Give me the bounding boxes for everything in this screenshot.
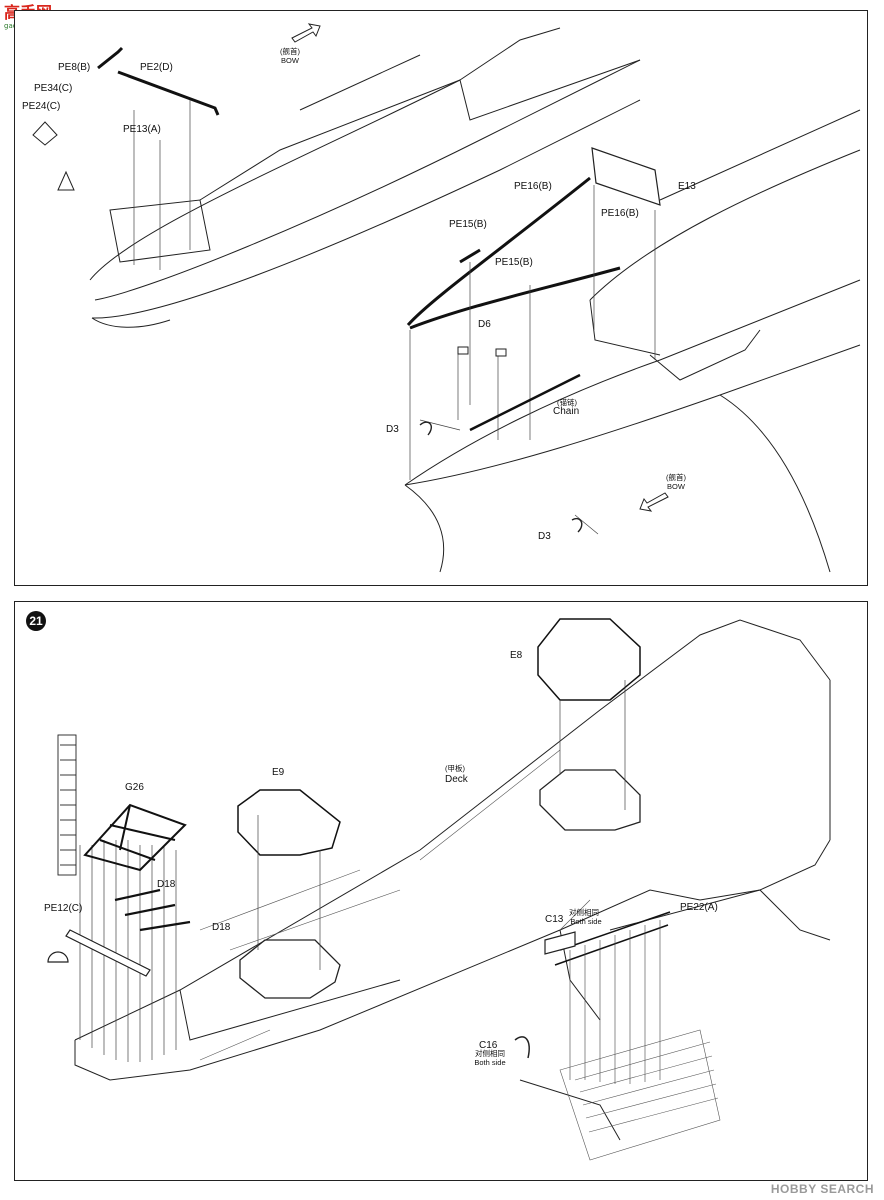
label-both-cn-2: 对侧相同 xyxy=(475,1049,505,1058)
label-pe16b-1: PE16(B) xyxy=(514,181,552,192)
label-pe15b-2: PE15(B) xyxy=(495,257,533,268)
instruction-panel-top xyxy=(14,10,868,586)
label-pe22a: PE22(A) xyxy=(680,902,718,913)
label-pe12c: PE12(C) xyxy=(44,903,83,914)
label-pe8b: PE8(B) xyxy=(58,62,91,73)
label-d3-1: D3 xyxy=(386,424,399,435)
part-e13-shape xyxy=(591,147,661,206)
label-bow-cn-left: (舰首) xyxy=(280,47,300,56)
instruction-panel-bottom xyxy=(14,601,868,1181)
label-d3-2: D3 xyxy=(538,531,551,542)
label-pe24c: PE24(C) xyxy=(22,101,61,112)
label-d18-1: D18 xyxy=(157,879,176,890)
label-both-cn-1: 对侧相同 xyxy=(569,908,599,917)
label-both-2: Both side xyxy=(474,1058,506,1067)
top-assembly-drawing xyxy=(32,23,861,573)
label-e8: E8 xyxy=(510,650,523,661)
label-deck: Deck xyxy=(445,774,468,785)
label-e13: E13 xyxy=(678,181,696,192)
watermark: HOBBY SEARCH xyxy=(770,1182,874,1196)
label-c16: C16 xyxy=(479,1040,498,1051)
label-bow-right: BOW xyxy=(667,482,685,491)
label-pe34c: PE34(C) xyxy=(34,83,73,94)
label-both-1: Both side xyxy=(570,917,602,926)
label-bow-cn-right: (舰首) xyxy=(666,473,686,482)
label-bow-left: BOW xyxy=(281,56,299,65)
label-chain: Chain xyxy=(553,406,580,417)
label-d18-2: D18 xyxy=(212,922,231,933)
step-number-badge: 21 xyxy=(26,611,46,631)
label-pe13a: PE13(A) xyxy=(123,124,161,135)
label-c13: C13 xyxy=(545,914,564,925)
label-chain-cn: (锚链) xyxy=(557,398,577,407)
label-pe2d: PE2(D) xyxy=(140,62,173,73)
label-pe16b-2: PE16(B) xyxy=(601,208,639,219)
label-e9: E9 xyxy=(272,767,285,778)
label-g26: G26 xyxy=(125,782,144,793)
label-d6: D6 xyxy=(478,319,491,330)
label-pe15b-1: PE15(B) xyxy=(449,219,487,230)
label-deck-cn: (甲板) xyxy=(445,764,465,773)
bottom-assembly-drawing xyxy=(47,618,831,1161)
